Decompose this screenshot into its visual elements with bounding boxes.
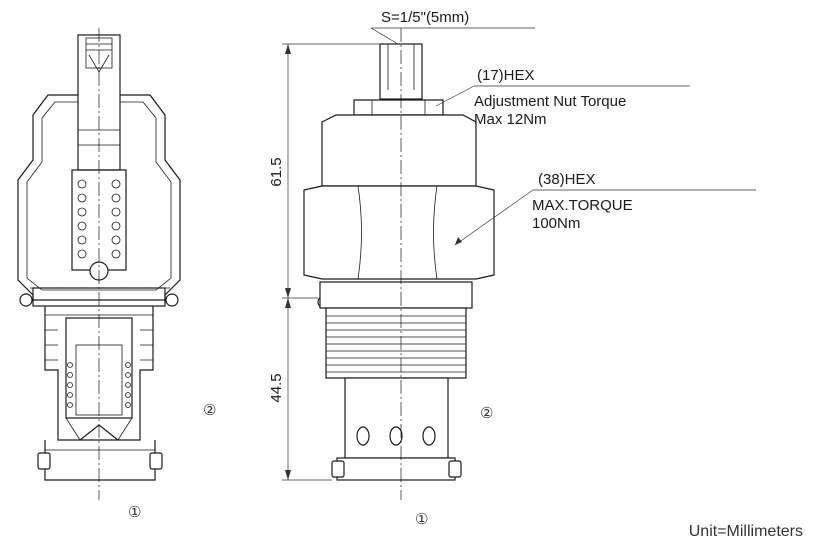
section-port-1-mark: ① bbox=[128, 503, 141, 521]
large-hex-callout: (38)HEX bbox=[538, 171, 596, 188]
small-hex-callout: (17)HEX bbox=[477, 67, 535, 84]
external-view bbox=[303, 28, 495, 500]
small-hex-torque-line-1: Adjustment Nut Torque bbox=[474, 93, 626, 110]
spanner-size-callout: S=1/5"(5mm) bbox=[381, 9, 469, 26]
large-hex-torque-line-1: MAX.TORQUE bbox=[532, 197, 633, 214]
section-port-2-mark: ② bbox=[203, 401, 216, 419]
section-view bbox=[17, 28, 181, 500]
large-hex-torque-line-2: 100Nm bbox=[532, 215, 580, 232]
external-port-2-mark: ② bbox=[480, 404, 493, 422]
lower-length-dimension: 44.5 bbox=[268, 373, 285, 402]
callout-leaders bbox=[370, 27, 756, 246]
unit-note: Unit=Millimeters bbox=[689, 523, 803, 540]
dimension-lines bbox=[282, 43, 380, 481]
upper-length-dimension: 61.5 bbox=[268, 157, 285, 186]
external-port-1-mark: ① bbox=[415, 510, 428, 528]
small-hex-torque-line-2: Max 12Nm bbox=[474, 111, 547, 128]
